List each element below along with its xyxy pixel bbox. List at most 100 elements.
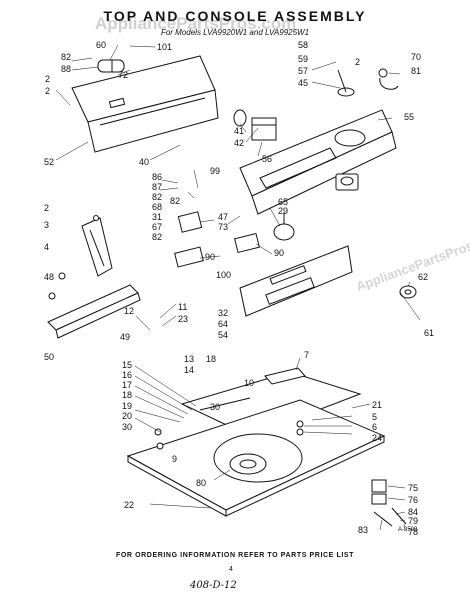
callout-65: 65: [278, 197, 288, 207]
callout-50: 50: [44, 352, 54, 362]
handwritten-note: 408-D-12: [190, 580, 237, 591]
callout-45: 45: [298, 78, 308, 88]
part-knob-57: [337, 69, 355, 97]
callout-30-b: 30: [210, 402, 220, 412]
callout-90-a: 90: [205, 252, 215, 262]
callout-31: 31: [152, 212, 162, 222]
callout-32: 32: [218, 308, 228, 318]
page-number: 4: [229, 566, 233, 573]
part-inset-75: [371, 479, 407, 527]
callout-10: 10: [244, 378, 254, 388]
callout-67: 67: [152, 222, 162, 232]
callout-2-a: 2: [45, 86, 50, 96]
part-lid-7: [180, 367, 362, 437]
callout-54: 54: [218, 330, 228, 340]
callout-99: 99: [210, 166, 220, 176]
callout-5: 5: [372, 412, 377, 422]
part-top-22: [126, 399, 386, 517]
callout-56: 56: [262, 154, 272, 164]
callout-21: 21: [372, 400, 382, 410]
callout-86: 86: [152, 172, 162, 182]
callout-78: 78: [408, 527, 418, 537]
callout-100: 100: [216, 270, 231, 280]
callout-75: 75: [408, 483, 418, 493]
callout-62: 62: [418, 272, 428, 282]
callout-labels: 82 88 60 101 72 2 2 52 40 58 59 57 45 2 …: [44, 40, 434, 537]
callout-1: 2: [45, 74, 50, 84]
callout-3: 3: [44, 220, 49, 230]
part-bracket-4: [81, 217, 113, 277]
callout-7: 7: [304, 350, 309, 360]
callout-23: 23: [178, 314, 188, 324]
part-screws: [48, 215, 304, 450]
callout-82-d: 82: [152, 232, 162, 242]
callout-24: 24: [372, 433, 382, 443]
callout-13: 13: [184, 354, 194, 364]
callout-68: 68: [152, 202, 162, 212]
page-title: TOP AND CONSOLE ASSEMBLY: [103, 8, 367, 24]
callout-72: 72: [118, 70, 128, 80]
callout-61: 61: [424, 328, 434, 338]
callout-60: 60: [96, 40, 106, 50]
callout-14: 14: [184, 365, 194, 375]
callout-83: 83: [358, 525, 368, 535]
part-knob-62: [399, 285, 417, 299]
part-switch-90-left: [174, 246, 204, 268]
part-rail-50: [47, 284, 141, 339]
callout-82-a: 82: [61, 52, 71, 62]
callout-52: 52: [44, 157, 54, 167]
callout-41: 41: [234, 126, 244, 136]
callout-15: 15: [122, 360, 132, 370]
callout-80: 80: [196, 478, 206, 488]
callout-82-c: 82: [170, 196, 180, 206]
callout-84: 84: [408, 507, 418, 517]
callout-101: 101: [157, 42, 172, 52]
part-switch-90-right: [234, 232, 260, 254]
ordering-note: FOR ORDERING INFORMATION REFER TO PARTS …: [115, 552, 355, 559]
callout-88: 88: [61, 64, 71, 74]
part-switch-56: [233, 109, 277, 141]
leader-lines: [55, 44, 421, 532]
callout-22: 22: [124, 500, 134, 510]
page-subtitle: For Models LVA9920W1 and LVA9925W1: [160, 28, 310, 37]
callout-29: 29: [278, 206, 288, 216]
part-switch-73: [177, 211, 203, 233]
callout-87: 87: [152, 182, 162, 192]
callout-11: 11: [178, 302, 187, 312]
callout-12: 12: [124, 306, 134, 316]
callout-30-a: 30: [122, 422, 132, 432]
part-panel-54: [239, 245, 353, 317]
callout-20: 20: [122, 411, 132, 421]
callout-58: 58: [298, 40, 308, 50]
callout-18-a: 18: [122, 390, 132, 400]
callout-6: 6: [372, 422, 377, 432]
callout-16: 16: [122, 370, 132, 380]
callout-82-b: 82: [152, 192, 162, 202]
callout-57: 57: [298, 66, 308, 76]
callout-81: 81: [411, 66, 421, 76]
callout-4: 4: [44, 242, 49, 252]
callout-40: 40: [139, 157, 149, 167]
callout-48: 48: [44, 272, 54, 282]
callout-17: 17: [122, 380, 132, 390]
callout-70: 70: [411, 52, 421, 62]
callout-76: 76: [408, 495, 418, 505]
callout-55: 55: [404, 112, 414, 122]
callout-2-b: 2: [355, 57, 360, 67]
callout-49: 49: [120, 332, 130, 342]
callout-64: 64: [218, 319, 228, 329]
part-console-55: [239, 109, 397, 215]
part-cord-81: [378, 68, 399, 90]
callout-19: 19: [122, 401, 132, 411]
part-cylinder-88: [97, 59, 125, 73]
callout-79: 79: [408, 516, 418, 526]
part-timer-65: [273, 212, 295, 241]
callout-42: 42: [234, 138, 244, 148]
watermark: AppliancePartsPros.com: [95, 14, 297, 33]
callout-9: 9: [172, 454, 177, 464]
diagram-code: A-3509: [398, 527, 418, 533]
callout-2-c: 2: [44, 203, 49, 213]
callout-73: 73: [218, 222, 228, 232]
